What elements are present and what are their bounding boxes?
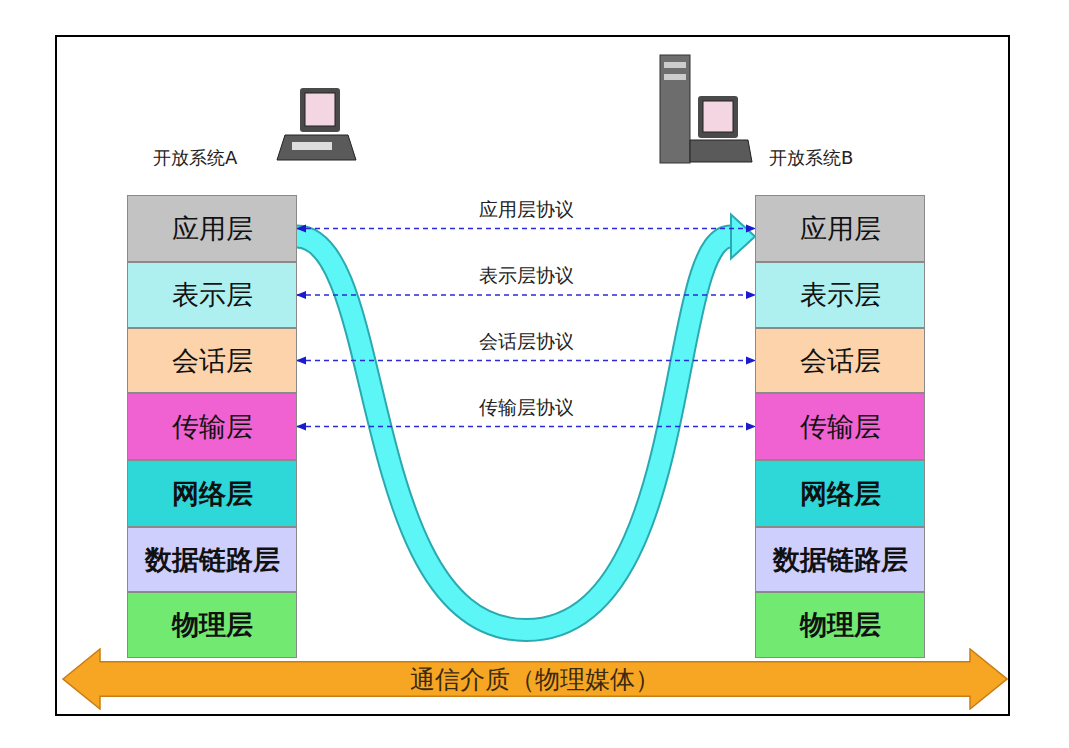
layer-name: 物理层	[172, 607, 253, 643]
protocol-line	[297, 426, 755, 428]
layer-name: 传输层	[172, 409, 253, 445]
computer-b	[660, 55, 752, 163]
layer-box: 应用层	[755, 195, 925, 262]
layer-name: 数据链路层	[145, 542, 280, 578]
layer-box: 传输层	[127, 393, 297, 460]
layer-box: 物理层	[755, 592, 925, 658]
data-flow-arrow	[297, 215, 755, 631]
layer-name: 会话层	[800, 343, 881, 379]
protocol-line	[297, 228, 755, 230]
layer-name: 应用层	[800, 211, 881, 247]
computer-a	[277, 88, 356, 160]
layer-box: 传输层	[755, 393, 925, 460]
medium-name: 通信介质（物理媒体）	[410, 663, 660, 696]
layer-box: 网络层	[755, 460, 925, 527]
protocol-line	[297, 360, 755, 362]
layer-name: 网络层	[172, 476, 253, 512]
layer-box: 数据链路层	[755, 527, 925, 592]
medium-bar: 通信介质（物理媒体）	[62, 648, 1008, 710]
system-label: 开放系统A	[150, 146, 240, 170]
layer-name: 表示层	[172, 277, 253, 313]
layer-box: 表示层	[127, 262, 297, 328]
layer-name: 会话层	[172, 343, 253, 379]
protocol-label: 表示层协议	[476, 263, 577, 289]
layer-box: 会话层	[755, 328, 925, 393]
layer-name: 数据链路层	[773, 542, 908, 578]
layer-name: 物理层	[800, 607, 881, 643]
protocol-label: 会话层协议	[476, 329, 577, 355]
layer-box: 数据链路层	[127, 527, 297, 592]
protocol-label: 传输层协议	[476, 395, 577, 421]
protocol-line	[297, 294, 755, 296]
layer-box: 网络层	[127, 460, 297, 527]
layer-name: 网络层	[800, 476, 881, 512]
layer-name: 应用层	[172, 211, 253, 247]
layer-box: 应用层	[127, 195, 297, 262]
layer-box: 物理层	[127, 592, 297, 658]
layer-box: 表示层	[755, 262, 925, 328]
layer-box: 会话层	[127, 328, 297, 393]
layer-name: 传输层	[800, 409, 881, 445]
protocol-label: 应用层协议	[476, 197, 577, 223]
system-label: 开放系统B	[766, 146, 856, 170]
layer-name: 表示层	[800, 277, 881, 313]
